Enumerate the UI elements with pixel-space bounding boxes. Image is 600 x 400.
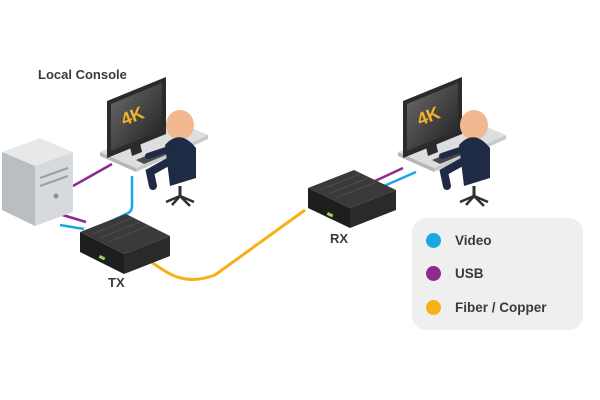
remote-workstation: 4K bbox=[398, 77, 506, 207]
local-workstation: 4K bbox=[100, 77, 208, 207]
legend-item-fiber-copper: Fiber / Copper bbox=[426, 297, 547, 317]
legend-label: Video bbox=[455, 232, 492, 248]
remote-user-body bbox=[459, 137, 490, 186]
legend-label: USB bbox=[455, 265, 484, 281]
rx-device bbox=[308, 170, 396, 228]
video-color-dot bbox=[426, 232, 441, 248]
remote-user-head bbox=[460, 110, 488, 140]
local-console-label: Local Console bbox=[38, 67, 127, 82]
local-user-body bbox=[165, 137, 196, 186]
local-user-head bbox=[166, 110, 194, 140]
tx-label: TX bbox=[108, 275, 125, 290]
usb-cable-tower-desk bbox=[72, 162, 113, 188]
legend: Video USB Fiber / Copper bbox=[412, 218, 583, 330]
video-cable-desk-tx bbox=[104, 176, 134, 226]
legend-item-video: Video bbox=[426, 230, 492, 250]
rx-label: RX bbox=[330, 231, 349, 246]
legend-label: Fiber / Copper bbox=[455, 299, 547, 315]
fiber-copper-color-dot bbox=[426, 299, 441, 315]
video-cable-tower-tx bbox=[59, 223, 85, 231]
usb-color-dot bbox=[426, 265, 441, 281]
pc-tower bbox=[2, 138, 73, 226]
legend-item-usb: USB bbox=[426, 263, 484, 283]
tx-device bbox=[80, 214, 170, 274]
